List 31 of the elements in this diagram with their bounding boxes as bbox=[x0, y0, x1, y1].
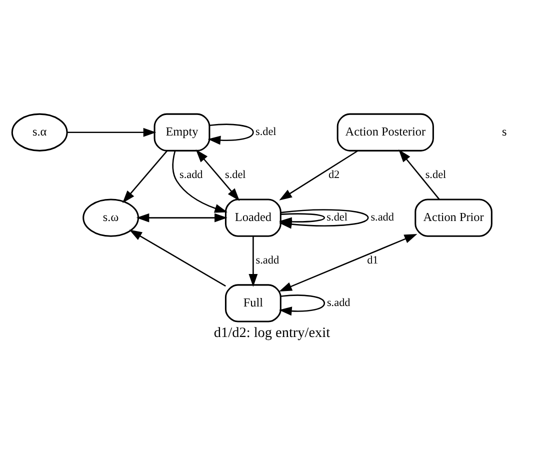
edge-label: s.add bbox=[370, 211, 394, 224]
node-box: Action Prior bbox=[414, 198, 492, 236]
node-box: Action Posterior bbox=[336, 112, 434, 151]
arrow bbox=[248, 236, 258, 286]
node-ellipse: s.α bbox=[11, 112, 68, 151]
edge-label: s.del bbox=[326, 211, 348, 224]
arrow bbox=[398, 149, 440, 200]
edge-label: d2 bbox=[328, 168, 340, 180]
arrow bbox=[208, 123, 254, 144]
caption: d1/d2: log entry/exit bbox=[214, 324, 330, 340]
edge-label: s.add bbox=[256, 254, 280, 266]
node-box: Empty bbox=[154, 112, 210, 151]
label: s bbox=[502, 124, 507, 138]
arrow bbox=[172, 150, 228, 212]
node-ellipse: s.ω bbox=[82, 198, 140, 236]
arrow bbox=[279, 150, 358, 200]
edge-label: s.add bbox=[180, 168, 203, 180]
edge-label: s.del bbox=[425, 168, 446, 180]
arrow bbox=[278, 294, 326, 316]
node-box: Loaded bbox=[224, 198, 282, 236]
edge-label: d1 bbox=[367, 254, 378, 266]
arrow bbox=[129, 229, 226, 286]
arrow bbox=[136, 212, 228, 222]
arrow bbox=[67, 127, 156, 136]
edge-label: s.add bbox=[326, 296, 350, 309]
arrow bbox=[122, 150, 168, 203]
node-box: Full bbox=[224, 284, 282, 322]
arrow bbox=[196, 149, 240, 200]
edge-label: s.del bbox=[224, 168, 246, 180]
arrow bbox=[279, 233, 418, 291]
edge-label: s.del bbox=[256, 126, 276, 138]
